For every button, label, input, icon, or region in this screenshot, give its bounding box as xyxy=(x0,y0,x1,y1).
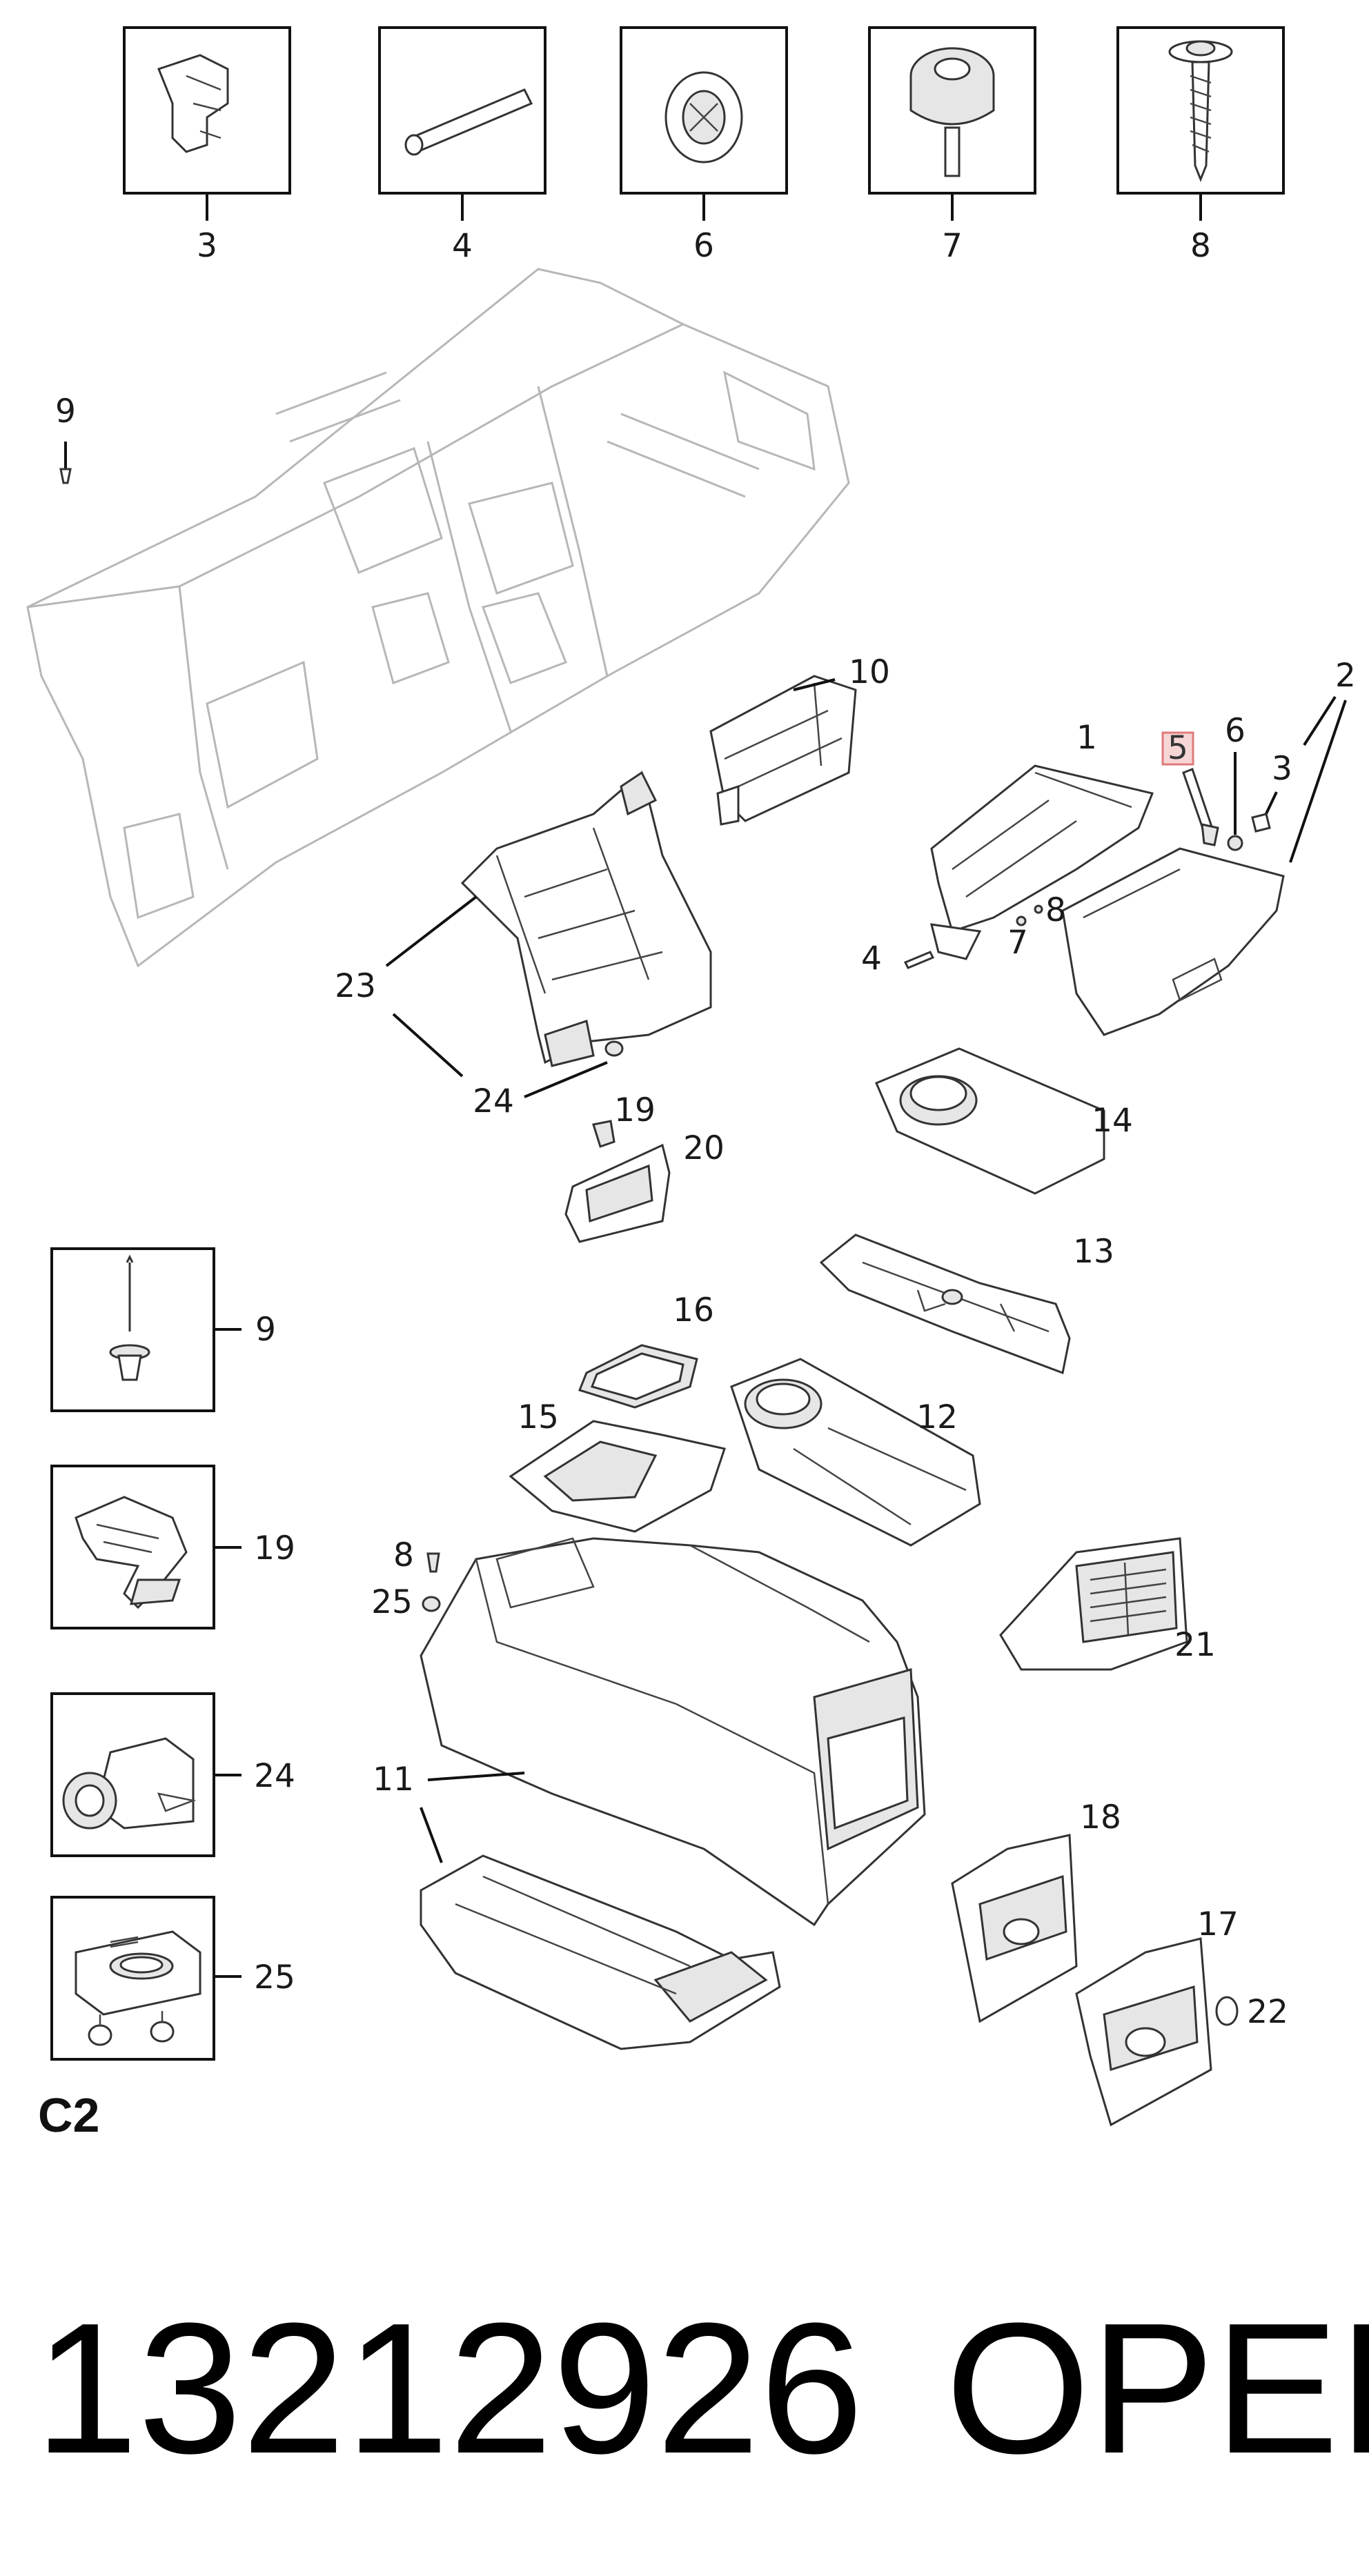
callout-5: 5 xyxy=(1168,729,1188,767)
part-2-glovebox-door: 2 xyxy=(1061,657,1356,1036)
inset-label-7: 7 xyxy=(942,227,963,265)
callout-12: 12 xyxy=(916,1398,958,1436)
side-inset-19: 19 xyxy=(50,1465,295,1629)
inset-label-6: 6 xyxy=(693,227,714,265)
callout-3: 3 xyxy=(1272,750,1292,788)
callout-7: 7 xyxy=(1007,924,1028,962)
inset-part-4: 4 xyxy=(378,26,546,265)
part-3-clip: 3 xyxy=(1251,750,1292,833)
parts-8-25-console: 8 25 xyxy=(371,1536,441,1621)
part-6-grommet: 6 xyxy=(1225,712,1245,851)
callout-9-top: 9 xyxy=(55,393,76,484)
part-5-damper: 5 xyxy=(1161,729,1219,846)
side-inset-9: 9 xyxy=(50,1247,276,1412)
part-10-bracket: 10 xyxy=(709,653,890,826)
part-number: 13212926 xyxy=(35,2285,863,2493)
callout-1: 1 xyxy=(1076,719,1097,757)
part-17-rear-panel: 17 xyxy=(1075,1905,1239,2127)
callout-14: 14 xyxy=(1092,1102,1133,1140)
callout-8: 8 xyxy=(1045,891,1066,929)
inset-part-6: 6 xyxy=(620,26,788,265)
inset-part-3: 3 xyxy=(123,26,291,265)
instrument-panel-outline xyxy=(26,268,850,968)
callout-18: 18 xyxy=(1080,1799,1121,1836)
part-13-console-bracket: 13 xyxy=(819,1233,1114,1375)
callout-13: 13 xyxy=(1073,1233,1114,1271)
callout-8b: 8 xyxy=(393,1536,414,1574)
callout-10: 10 xyxy=(849,653,890,691)
section-label: C2 xyxy=(38,2088,99,2142)
inset-part-8: 8 xyxy=(1116,26,1285,265)
part-12-cupholder-bin: 12 xyxy=(730,1358,981,1547)
callout-11: 11 xyxy=(373,1761,414,1799)
callout-16: 16 xyxy=(673,1291,714,1329)
callout-22: 22 xyxy=(1247,1993,1288,2031)
callout-24: 24 xyxy=(473,1082,514,1120)
part-18-rear-panel: 18 xyxy=(951,1799,1121,2023)
side-inset-25: 25 xyxy=(50,1896,295,2061)
inset-label-3: 3 xyxy=(197,227,217,265)
side-label-25: 25 xyxy=(254,1959,295,1997)
brand-name: OPEL xyxy=(945,2285,1369,2493)
part-1-glovebox-housing: 1 xyxy=(930,719,1154,960)
side-label-24: 24 xyxy=(254,1757,295,1795)
part-21-rear-vent: 21 xyxy=(999,1537,1216,1671)
parts-4-7-8-small: 8 7 4 xyxy=(861,891,1066,978)
svg-text:9: 9 xyxy=(55,393,76,430)
part-11-floor-console: 11 xyxy=(373,1537,926,2050)
callout-21: 21 xyxy=(1174,1626,1216,1664)
part-20-trim-pocket: 20 xyxy=(564,1129,725,1243)
callout-15: 15 xyxy=(518,1398,559,1436)
side-label-9: 9 xyxy=(255,1311,276,1349)
callout-2: 2 xyxy=(1335,657,1356,695)
part-22-plug: 22 xyxy=(1215,1993,1288,2031)
callout-23: 23 xyxy=(335,967,376,1005)
callout-6: 6 xyxy=(1225,712,1245,750)
side-label-19: 19 xyxy=(254,1529,295,1567)
inset-part-7: 7 xyxy=(868,26,1036,265)
part-19-clip-small: 19 xyxy=(592,1091,656,1148)
part-16-mat: 16 xyxy=(578,1291,714,1409)
callout-25: 25 xyxy=(371,1583,413,1621)
callout-4: 4 xyxy=(861,940,882,978)
callout-17: 17 xyxy=(1197,1905,1239,1943)
part-15-tray: 15 xyxy=(509,1398,726,1533)
part-14-console-cover: 14 xyxy=(875,1047,1133,1195)
inset-label-4: 4 xyxy=(452,227,473,265)
part-23-support: 23 24 xyxy=(335,771,712,1120)
callout-19: 19 xyxy=(614,1091,656,1129)
callout-20: 20 xyxy=(683,1129,725,1167)
callout-5-highlight xyxy=(1161,731,1194,766)
side-inset-24: 24 xyxy=(50,1692,295,1857)
inset-label-8: 8 xyxy=(1190,227,1211,265)
